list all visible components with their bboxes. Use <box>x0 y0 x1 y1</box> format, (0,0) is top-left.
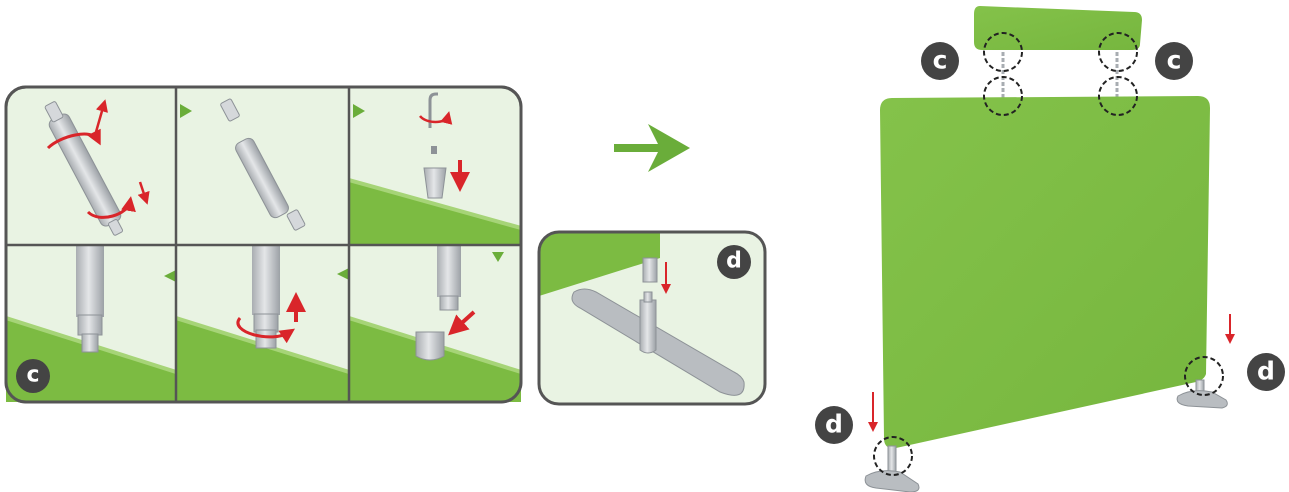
svg-text:d: d <box>1257 357 1275 386</box>
green-triangle-icon <box>180 104 192 118</box>
green-triangle-icon <box>492 252 504 262</box>
badge-c-grid: c <box>16 359 50 393</box>
svg-text:c: c <box>26 363 39 388</box>
red-arrow-icon <box>137 181 150 205</box>
svg-text:d: d <box>825 410 843 439</box>
step-panel-3 <box>349 92 521 245</box>
green-triangle-icon <box>353 104 365 118</box>
red-rotate-arrow-icon <box>86 196 136 219</box>
dashed-circle-icon <box>1098 76 1138 116</box>
green-triangle-icon <box>337 268 349 280</box>
svg-text:c: c <box>933 46 948 75</box>
dashed-circle-icon <box>1184 356 1224 396</box>
dashed-circle-icon <box>1098 32 1138 72</box>
step-panel-5 <box>176 245 349 402</box>
green-triangle-icon <box>164 270 176 282</box>
detail-inset: d <box>537 230 767 406</box>
red-rotate-arrow-icon <box>419 111 453 125</box>
badge-c-left: c <box>921 42 959 80</box>
step-grid: c <box>4 85 523 404</box>
red-rotate-arrow-icon <box>236 317 295 344</box>
red-rotate-arrow-icon <box>46 128 101 150</box>
dashed-circle-icon <box>873 436 913 476</box>
dashed-circle-icon <box>983 76 1023 116</box>
banner-main <box>880 96 1210 449</box>
badge-d-right: d <box>1247 353 1285 391</box>
green-right-arrow-icon <box>614 124 690 172</box>
step-panel-1 <box>44 99 150 236</box>
badge-d-left: d <box>815 406 853 444</box>
badge-d-inset: d <box>717 245 751 279</box>
banner-header <box>974 6 1142 50</box>
step-panel-2 <box>180 98 306 231</box>
badge-c-right: c <box>1155 42 1193 80</box>
dashed-circle-icon <box>983 32 1023 72</box>
svg-text:c: c <box>1167 46 1182 75</box>
assembled-banner: c c d d <box>815 6 1285 492</box>
red-arrow-icon <box>448 310 476 336</box>
red-arrow-icon <box>94 99 108 133</box>
step-panel-6 <box>349 245 521 402</box>
step-panel-4: c <box>6 245 176 402</box>
svg-text:d: d <box>726 249 742 274</box>
